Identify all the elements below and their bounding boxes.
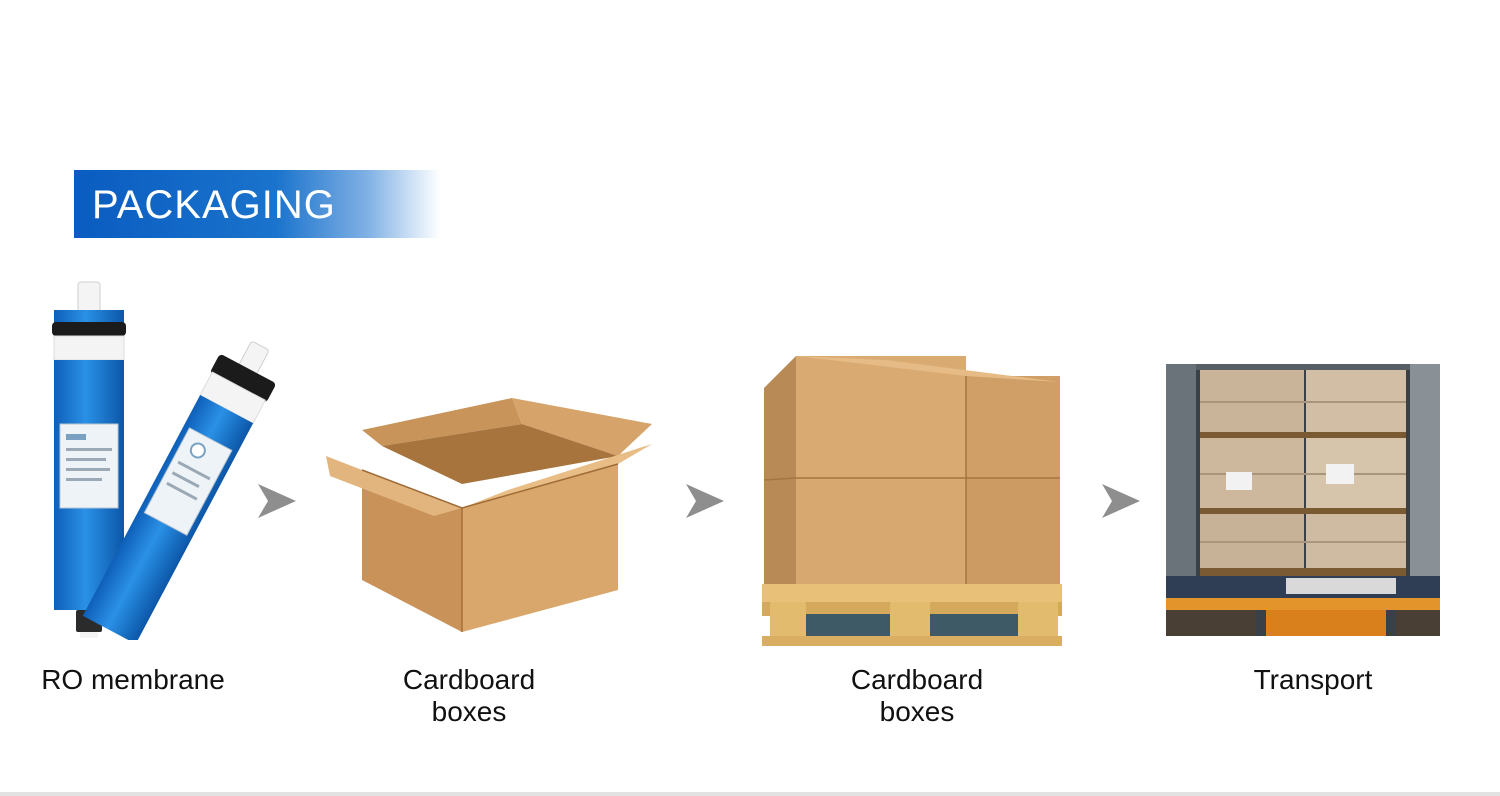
stacked-boxes — [1200, 370, 1406, 568]
arrow-right-icon — [1102, 484, 1140, 518]
membrane-upright — [52, 281, 126, 638]
palletized-boxes-image — [762, 356, 1062, 646]
arrow-right-icon — [258, 484, 296, 518]
arrow-right-icon — [686, 484, 724, 518]
section-title: PACKAGING — [92, 183, 336, 227]
packaging-banner — [74, 170, 440, 238]
step-label-cardboard-box: Cardboard boxes — [402, 664, 536, 727]
footer-divider — [0, 792, 1500, 796]
step-label-transport: Transport — [1253, 664, 1373, 695]
membrane-tilted — [82, 341, 276, 640]
container-truck-image — [1166, 364, 1440, 636]
step-label-palletized-boxes: Cardboard boxes — [850, 664, 984, 727]
step-label-ro-membrane: RO membrane — [41, 664, 225, 695]
open-cardboard-box-image — [326, 398, 652, 632]
ro-membrane-image — [52, 281, 276, 640]
